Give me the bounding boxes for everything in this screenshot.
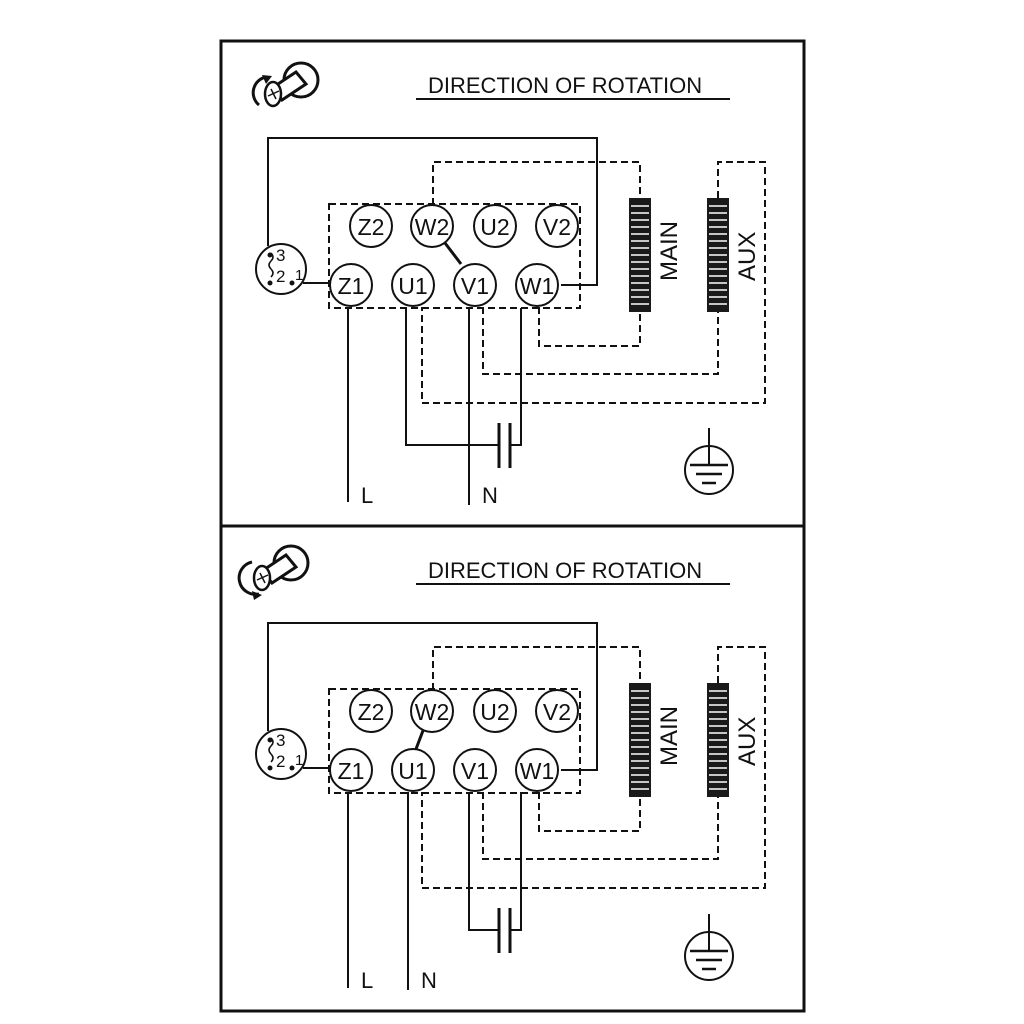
terminal-board [328,203,581,309]
terminal-w2: W2 [410,204,454,248]
terminal-v2: V2 [535,204,579,248]
terminal-v2: V2 [535,689,579,733]
main-label: MAIN [656,221,683,281]
svg-text:U2: U2 [480,699,509,725]
panel-title: DIRECTION OF ROTATION [428,73,702,98]
terminal-z1: Z1 [329,748,373,792]
svg-text:V2: V2 [543,214,571,240]
svg-text:Z2: Z2 [358,699,385,725]
aux-winding [707,683,729,797]
svg-text:W1: W1 [520,273,555,299]
svg-text:W2: W2 [415,214,450,240]
svg-text:V1: V1 [461,273,489,299]
aux-label: AUX [734,717,761,766]
terminal-v1: V1 [453,748,497,792]
svg-text:Z2: Z2 [358,214,385,240]
svg-text:Z1: Z1 [338,758,365,784]
line-l-label: L [361,968,373,993]
aux-winding [707,198,729,312]
counterclockwise-rotation-icon [237,544,310,600]
terminal-z2: Z2 [349,689,393,733]
line-n-label: N [421,968,437,993]
terminal-w2: W2 [410,689,454,733]
svg-text:2: 2 [276,267,285,286]
terminal-z1: Z1 [329,263,373,307]
panel-title: DIRECTION OF ROTATION [428,558,702,583]
svg-text:2: 2 [276,752,285,771]
svg-text:1: 1 [295,267,303,284]
panel-2: DIRECTION OF ROTATION L N Z2 W2 U2 [237,544,766,993]
ground-icon [684,428,734,495]
main-winding [629,198,651,312]
main-winding [629,683,651,797]
thermal-switch: 3 2 1 [255,243,307,295]
terminal-z2: Z2 [349,204,393,248]
svg-text:W2: W2 [415,699,450,725]
terminal-u2: U2 [473,204,517,248]
line-n-label: N [482,483,498,508]
terminal-u1: U1 [391,748,435,792]
svg-text:V2: V2 [543,699,571,725]
svg-text:U2: U2 [480,214,509,240]
svg-text:W1: W1 [520,758,555,784]
svg-text:U1: U1 [398,758,427,784]
thermal-switch: 3 2 1 [255,728,307,780]
aux-label: AUX [734,232,761,281]
terminal-w1: W1 [515,263,559,307]
terminal-v1: V1 [453,263,497,307]
clockwise-rotation-icon [251,61,320,108]
ground-icon [684,914,734,981]
svg-text:1: 1 [295,752,303,769]
terminal-u1: U1 [391,263,435,307]
svg-text:U1: U1 [398,273,427,299]
svg-text:3: 3 [276,731,285,750]
svg-text:V1: V1 [461,758,489,784]
panel-1: DIRECTION OF ROTATION L N Z2 [251,61,766,508]
main-label: MAIN [656,706,683,766]
line-l-label: L [361,483,373,508]
terminal-board [328,688,581,794]
terminal-u2: U2 [473,689,517,733]
svg-text:Z1: Z1 [338,273,365,299]
svg-text:3: 3 [276,246,285,265]
terminal-w1: W1 [515,748,559,792]
